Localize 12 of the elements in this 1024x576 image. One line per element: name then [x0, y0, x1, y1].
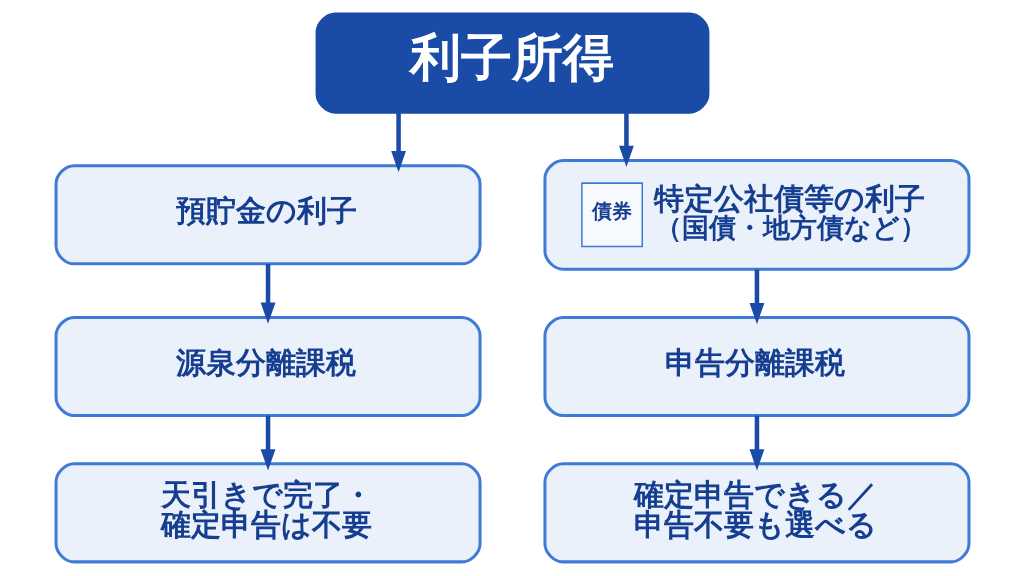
- node-box: 天引きで完了・確定申告は不要: [54, 462, 482, 564]
- arrow: [749, 269, 764, 325]
- arrow: [618, 112, 634, 167]
- arrow: [260, 264, 275, 324]
- node-box: 源泉分離課税: [54, 315, 482, 417]
- node-box: 利子所得: [315, 12, 709, 114]
- node-box: 預貯金の利子: [54, 164, 482, 266]
- node-box: 申告分離課税: [542, 315, 970, 417]
- node-box: 確定申告できる／申告不要も選べる: [542, 462, 970, 564]
- arrow: [749, 415, 764, 471]
- arrow: [260, 415, 275, 471]
- arrow: [390, 112, 406, 173]
